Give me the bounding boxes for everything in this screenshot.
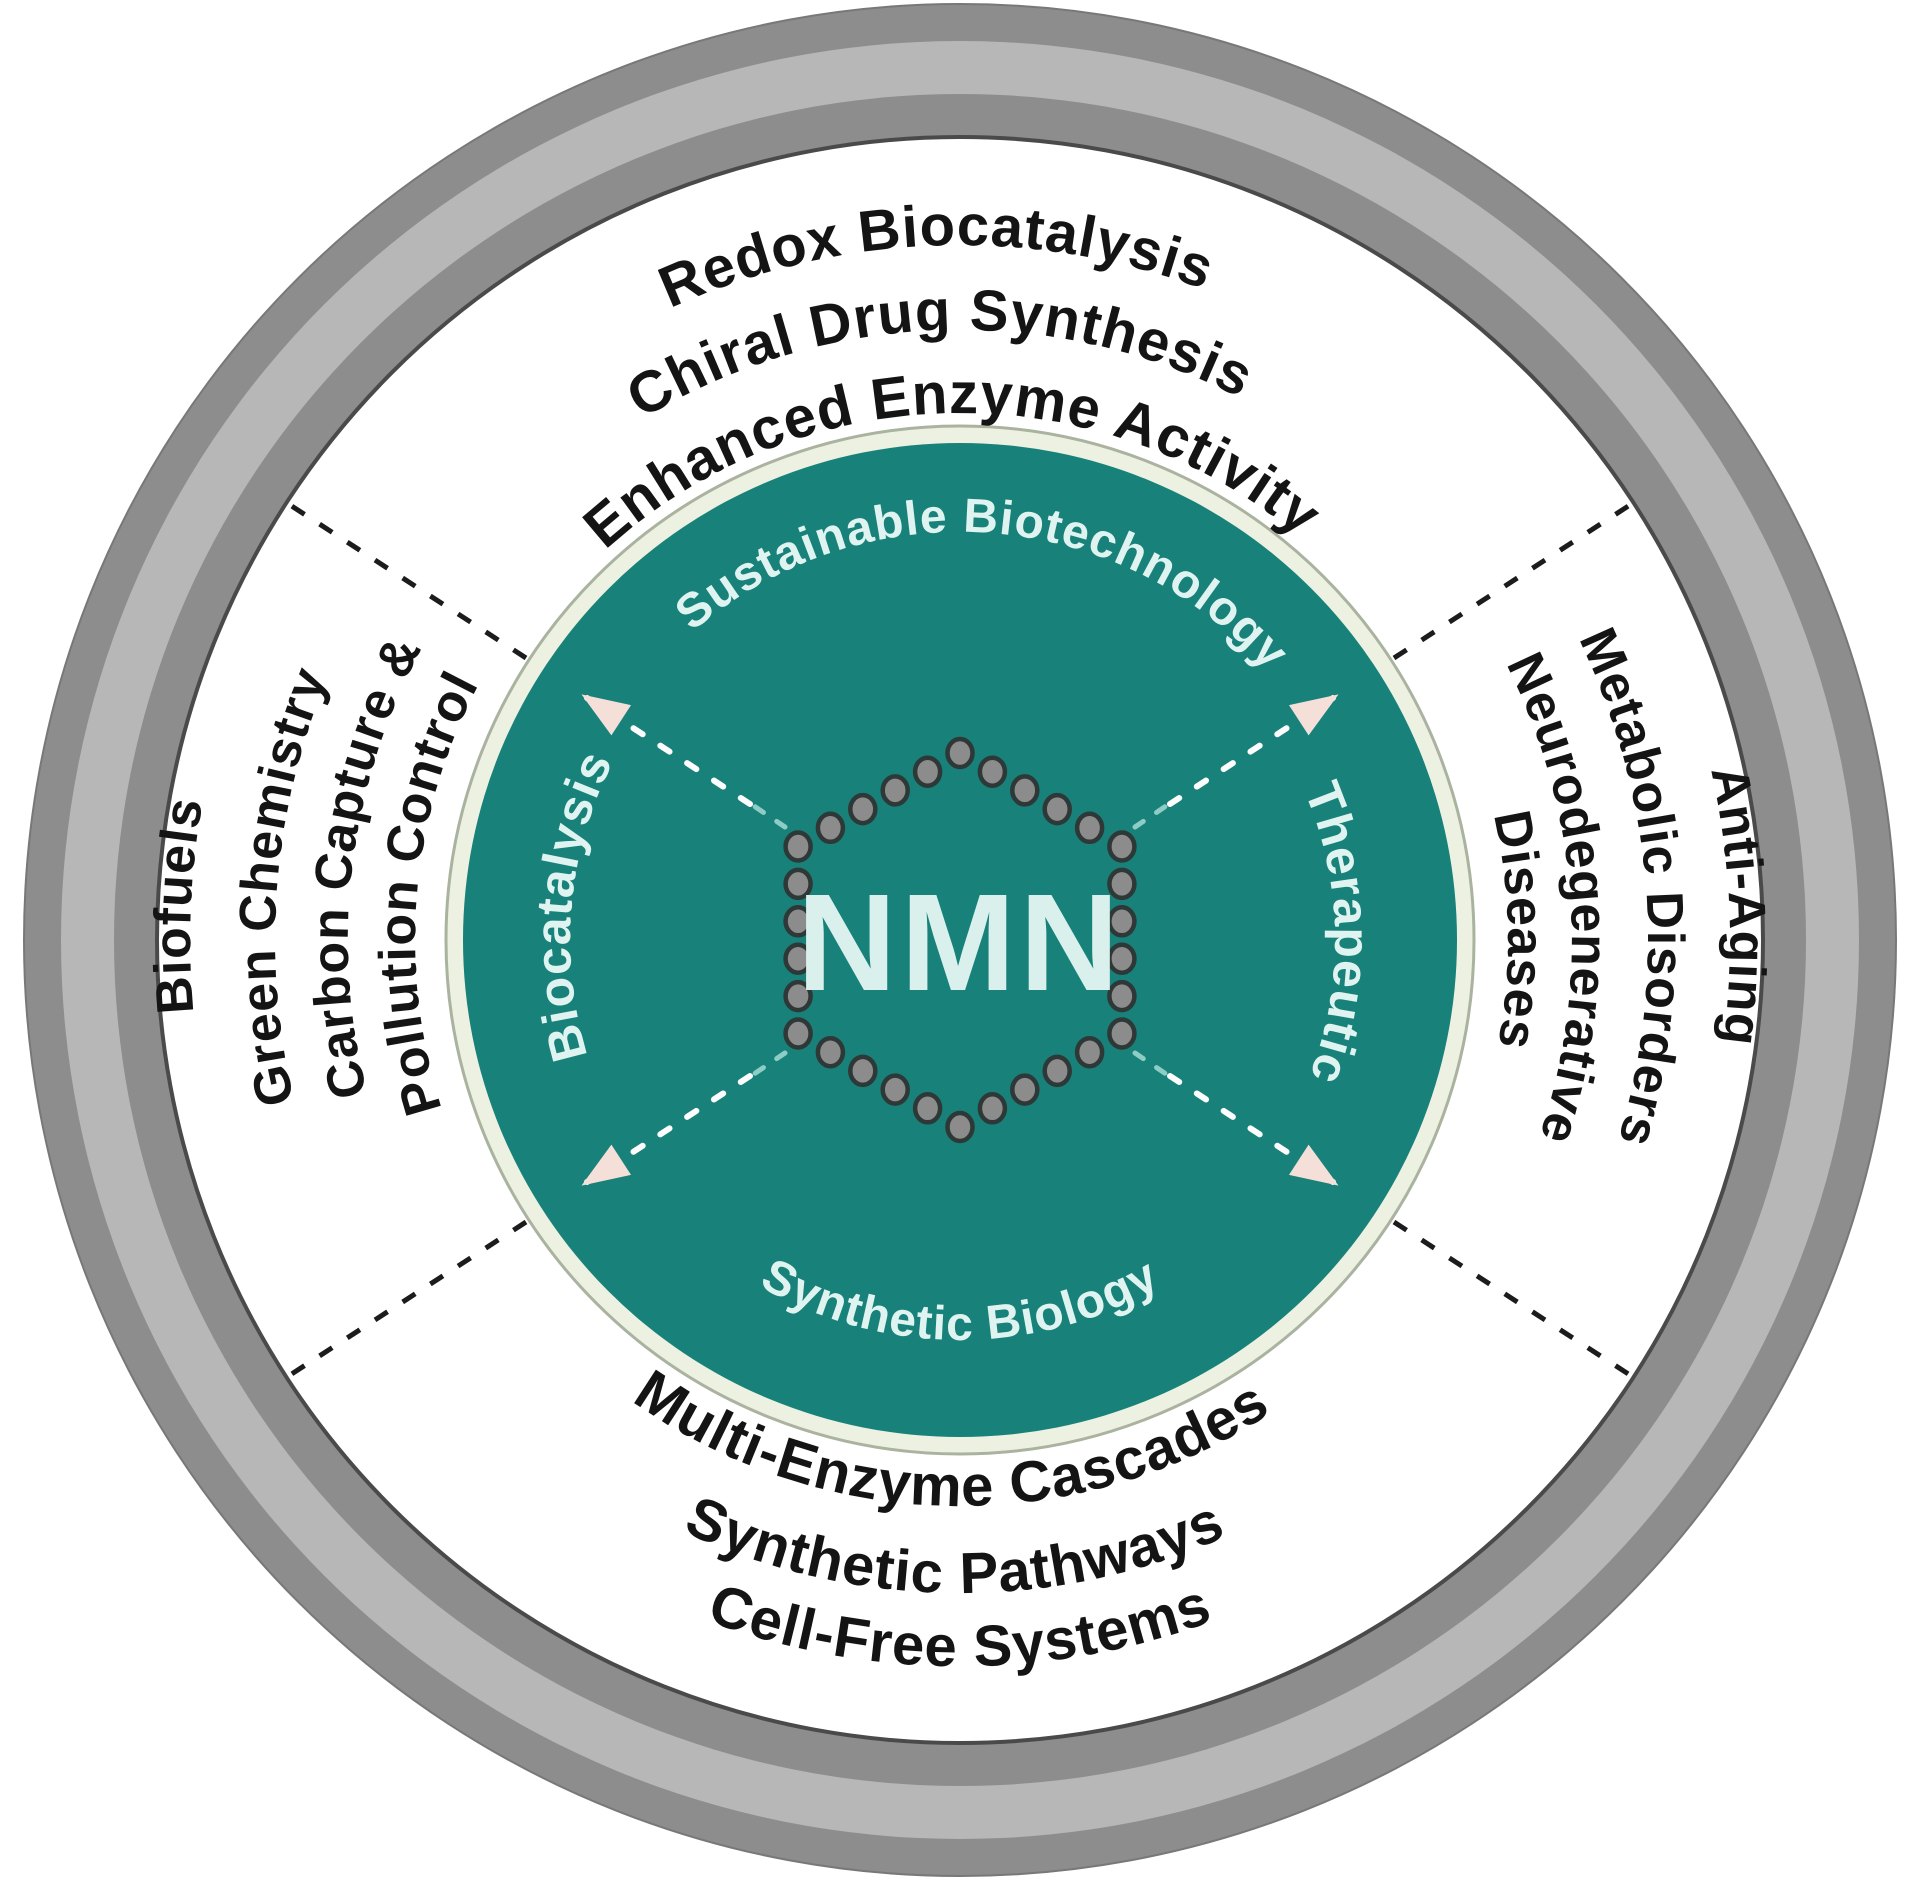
divider-dashed-line-upper-right [1392, 500, 1635, 661]
hexagon-dot [783, 830, 813, 863]
faint-dash-lower-left [751, 1050, 788, 1077]
hexagon-dot [1042, 792, 1072, 826]
hexagon-dot [880, 1073, 910, 1106]
hexagon-dot [1107, 830, 1137, 863]
arrow-upper-left [581, 694, 753, 807]
arrow-lower-left [581, 1073, 753, 1186]
hexagon-dot [1010, 774, 1040, 807]
divider-dashed-line-upper-left [285, 500, 528, 661]
quadrant-dividers [285, 500, 1635, 1380]
faint-dash-upper-right [1132, 803, 1169, 830]
faint-dash-stubs [751, 803, 1169, 1077]
hexagon-dotted-border [783, 736, 1137, 1144]
hexagon-dot [848, 792, 878, 826]
hexagon-dot [912, 755, 943, 788]
radiating-arrows [581, 694, 1339, 1186]
hexagon-dot [945, 736, 975, 770]
divider-dashed-line-lower-left [285, 1219, 528, 1380]
hexagon-dot [945, 1110, 975, 1144]
inner-teal-circle [463, 443, 1457, 1437]
hexagon-dot [783, 905, 813, 938]
center-label: NMN [797, 866, 1123, 1020]
hexagon-dot [1074, 1035, 1105, 1069]
hexagon-dot [1074, 811, 1105, 845]
hexagon-dot [783, 1017, 813, 1050]
arrow-upper-right [1167, 694, 1339, 807]
hexagon-dot [783, 979, 813, 1013]
hexagon-dot [815, 1035, 846, 1069]
hexagon-dot [977, 1092, 1008, 1125]
faint-dash-upper-left [751, 803, 788, 830]
hexagon-dot [1042, 1054, 1072, 1088]
arrow-lower-right [1167, 1073, 1339, 1186]
hexagon-dot [880, 774, 910, 807]
hexagon-dot [1107, 867, 1137, 901]
faint-dash-lower-right [1132, 1050, 1169, 1077]
hexagon-dot [1107, 905, 1137, 938]
hexagon-dot [1107, 942, 1137, 975]
hexagon-dot [912, 1092, 943, 1125]
hexagon-dot [1107, 979, 1137, 1013]
hexagon-dot [783, 942, 813, 975]
label-biofuels: Biofuels [144, 793, 214, 1016]
hexagon-dot [815, 811, 846, 845]
hexagon-dot [848, 1054, 878, 1088]
divider-dashed-line-lower-right [1392, 1219, 1635, 1380]
hexagon-dot [977, 755, 1008, 788]
hexagon-dot [783, 867, 813, 901]
hexagon-dot [1010, 1073, 1040, 1106]
hexagon-dot [1107, 1017, 1137, 1050]
